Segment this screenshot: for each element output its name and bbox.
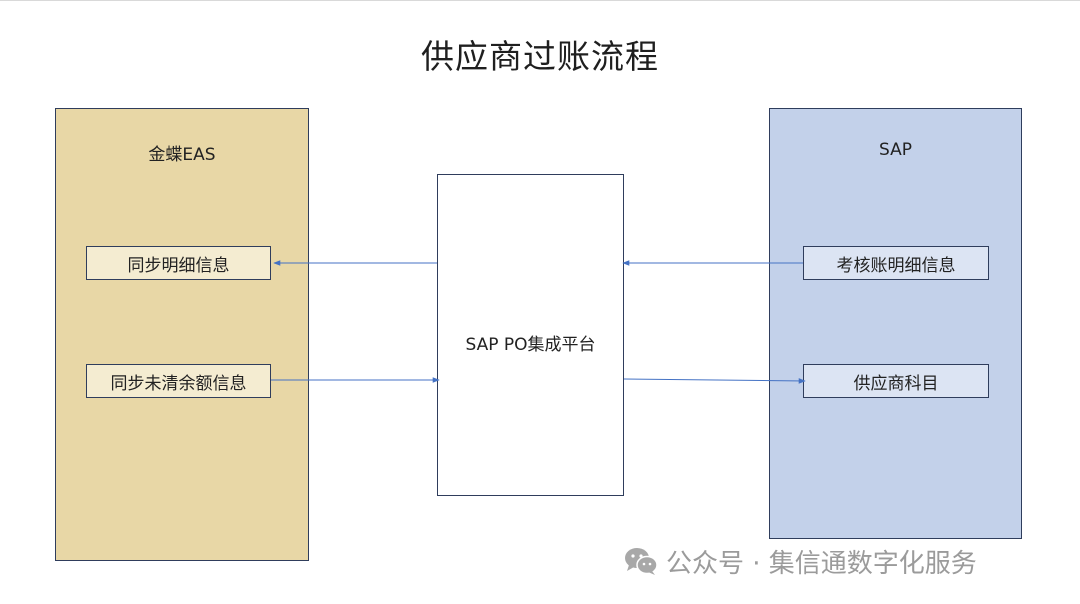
watermark-text: 公众号 · 集信通数字化服务 [666,548,977,579]
integration-platform-box: SAP PO集成平台 [437,174,624,496]
eas-sync-open-balance-box: 同步未清余额信息 [86,364,271,398]
eas-sync-detail-box: 同步明细信息 [86,246,271,280]
diagram-title: 供应商过账流程 [421,37,659,76]
wechat-icon [625,548,658,575]
top-divider [0,0,1080,1]
sap-panel: SAP [769,108,1022,539]
sap-assessment-detail-box: 考核账明细信息 [803,246,989,280]
watermark: 公众号 · 集信通数字化服务 [624,543,977,579]
integration-platform-label: SAP PO集成平台 [465,335,596,355]
eas-panel: 金蝶EAS [55,108,309,561]
eas-panel-label: 金蝶EAS [148,145,216,165]
sap-supplier-account-box: 供应商科目 [803,364,989,398]
arrow-platform-to-supplier-account [623,378,806,384]
sap-panel-label: SAP [879,140,912,160]
